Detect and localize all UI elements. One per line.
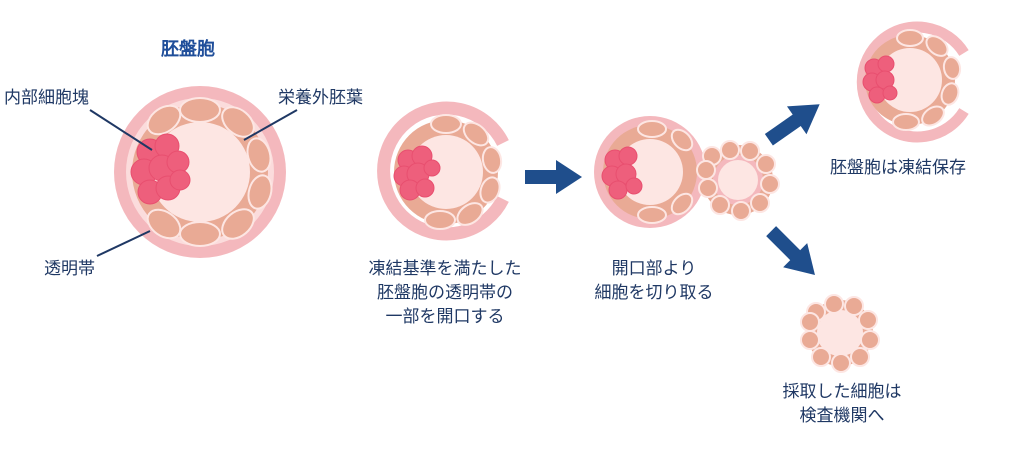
step2-line-1: 開口部より [611,259,697,279]
trophectoderm-cells-3 [637,120,694,224]
sampled-line-2: 検査機関へ [799,406,885,426]
arrow-to-frozen [764,104,820,146]
herniated-cells [696,140,780,221]
frozen-zona [856,21,969,143]
step1-line-3: 一部を開口する [385,307,505,327]
zona-pellucida-label: 透明帯 [44,259,95,279]
inner-cell-mass [130,133,191,205]
step2-caption: 開口部より 細胞を切り取る [584,257,724,305]
sampled-caption: 採取した細胞は 検査機関へ [772,380,912,428]
blastocyst-labeled [89,86,298,258]
trophectoderm-leader-line [243,109,298,141]
icm-leader-line [89,109,153,151]
zona-leader-line [96,230,151,257]
inner-cell-mass-label: 内部細胞塊 [4,88,89,108]
inner-cell-mass-2 [393,145,441,201]
step1-line-1: 凍結基準を満たした [368,259,522,279]
inner-cell-mass-3 [601,146,643,200]
arrow-to-sample [766,226,815,275]
blastocyst-biopsy [594,116,780,228]
step1-line-2: 胚盤胞の透明帯の [377,283,513,303]
blastocyst-frozen [856,21,969,143]
frozen-label: 胚盤胞は凍結保存 [830,158,966,178]
inner-cell-mass-4 [862,55,898,104]
sampled-line-1: 採取した細胞は [782,382,902,402]
arrow-step-1 [525,160,582,194]
step1-caption: 凍結基準を満たした 胚盤胞の透明帯の 一部を開口する [340,257,550,329]
step2-line-2: 細胞を切り取る [594,283,714,303]
trophectoderm-cells-4 [892,29,962,131]
sampled-cells [800,294,880,373]
trophectoderm-cells [146,97,273,247]
opened-zona [377,101,509,241]
trophectoderm-cells-2 [424,114,503,230]
blastocyst-opened [377,101,509,241]
blastocyst-title: 胚盤胞 [161,39,215,60]
trophectoderm-label: 栄養外胚葉 [278,88,363,108]
